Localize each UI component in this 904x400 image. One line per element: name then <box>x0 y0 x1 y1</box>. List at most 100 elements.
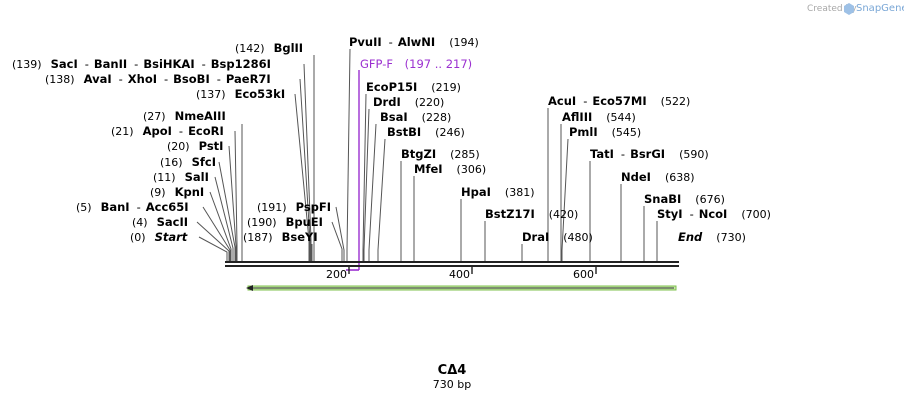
enzyme-name: PstI <box>199 139 224 153</box>
site-label-sacii[interactable]: (4) SacII <box>132 215 188 229</box>
enzyme-name: SfcI <box>192 155 216 169</box>
site-label-ecop15i[interactable]: EcoP15I (219) <box>366 80 461 94</box>
site-position: (187) <box>243 231 273 244</box>
enzyme-name: PvuII <box>349 35 382 49</box>
site-label-saci[interactable]: (139)SacI-BanII-BsiHKAI-Bsp1286I <box>12 57 271 71</box>
enzyme-name: EcoP15I <box>366 80 417 94</box>
site-position: (9) <box>150 186 166 199</box>
site-label-bseyi[interactable]: (187)BseYI <box>243 230 318 244</box>
site-label-pmli[interactable]: PmlI(545) <box>569 125 641 139</box>
site-label-start[interactable]: (0)Start <box>130 230 188 244</box>
primer-name: GFP-F <box>360 57 393 71</box>
site-label-btgzi[interactable]: BtgZI(285) <box>401 147 480 161</box>
enzyme-separator: - <box>179 124 183 138</box>
enzyme-separator: - <box>164 72 168 86</box>
site-label-psti[interactable]: (20) PstI <box>167 139 223 153</box>
enzyme-name: BsaI <box>380 110 408 124</box>
site-label-bsai[interactable]: BsaI(228) <box>380 110 451 124</box>
site-position: (16) <box>160 156 183 169</box>
site-label-apoi[interactable]: (21)ApoI-EcoRI <box>111 124 224 138</box>
site-position: (27) <box>143 110 166 123</box>
enzyme-name: PaeR7I <box>226 72 271 86</box>
site-label-drdi[interactable]: DrdI (220) <box>373 95 444 109</box>
enzyme-separator: - <box>119 72 123 86</box>
site-label-bani[interactable]: (5)BanI-Acc65I <box>76 200 189 214</box>
site-label-pvuii[interactable]: PvuII-AlwNI(194) <box>349 35 479 49</box>
enzyme-name: BsrGI <box>630 147 665 161</box>
ruler-label: 200 <box>326 268 347 281</box>
site-position: (730) <box>716 231 746 244</box>
enzyme-name: SalI <box>185 170 209 184</box>
site-label-tati[interactable]: TatI-BsrGI(590) <box>590 147 709 161</box>
site-position: (420) <box>549 208 579 221</box>
enzyme-name: TatI <box>590 147 614 161</box>
site-label-styi[interactable]: StyI-NcoI(700) <box>657 207 771 221</box>
site-position: (11) <box>153 171 176 184</box>
site-label-pspfi[interactable]: (191)PspFI <box>257 200 331 214</box>
site-position: (139) <box>12 58 42 71</box>
site-position: (137) <box>196 88 226 101</box>
enzyme-name: EcoRI <box>188 124 224 138</box>
site-label-kpni[interactable]: (9) KpnI <box>150 185 204 199</box>
site-label-sfci[interactable]: (16) SfcI <box>160 155 216 169</box>
enzyme-separator: - <box>690 207 694 221</box>
site-label-avai[interactable]: (138)AvaI-XhoI-BsoBI-PaeR7I <box>45 72 271 86</box>
site-position: (220) <box>415 96 445 109</box>
enzyme-name: PmlI <box>569 125 598 139</box>
enzyme-name: SacI <box>51 57 78 71</box>
site-label-nmeaiii[interactable]: (27)NmeAIII <box>143 109 226 123</box>
enzyme-name: BanI <box>101 200 130 214</box>
site-position: (142) <box>235 42 265 55</box>
site-label-snabi[interactable]: SnaBI(676) <box>644 192 725 206</box>
site-position: (700) <box>741 208 771 221</box>
site-position: (21) <box>111 125 134 138</box>
map-title: CΔ4 <box>438 363 467 378</box>
enzyme-name: DrdI <box>373 95 401 109</box>
site-label-eco53ki[interactable]: (137)Eco53kI <box>196 87 285 101</box>
site-label-hpai[interactable]: HpaI (381) <box>461 185 535 199</box>
site-position: (246) <box>435 126 465 139</box>
site-label-bstz17i[interactable]: BstZ17I(420) <box>485 207 578 221</box>
primer-gfp-f[interactable] <box>346 70 360 271</box>
site-position: (638) <box>665 171 695 184</box>
site-label-bpuei[interactable]: (190)BpuEI <box>247 215 323 229</box>
site-position: (20) <box>167 140 190 153</box>
site-position: (191) <box>257 201 287 214</box>
primer-label[interactable]: GFP-F (197 .. 217) <box>360 57 472 71</box>
site-label-bstbi[interactable]: BstBI(246) <box>387 125 465 139</box>
enzyme-name: XhoI <box>128 72 157 86</box>
site-position: (219) <box>431 81 461 94</box>
enzyme-name: DraI <box>522 230 549 244</box>
site-label-ndei[interactable]: NdeI (638) <box>621 170 695 184</box>
site-position: (544) <box>606 111 636 124</box>
enzyme-name: Bsp1286I <box>211 57 271 71</box>
enzyme-name: SacII <box>157 215 188 229</box>
enzyme-name: HpaI <box>461 185 491 199</box>
ruler-label: 600 <box>573 268 594 281</box>
site-label-mfei[interactable]: MfeI(306) <box>414 162 486 176</box>
site-leader-lines <box>196 48 658 262</box>
site-label-bglii[interactable]: (142)BglII <box>235 41 303 55</box>
site-position: (381) <box>505 186 535 199</box>
site-label-end[interactable]: End (730) <box>678 230 746 244</box>
enzyme-separator: - <box>621 147 625 161</box>
feature-arrow[interactable] <box>246 285 677 291</box>
enzyme-name: AlwNI <box>398 35 435 49</box>
enzyme-name: AflIII <box>562 110 592 124</box>
site-position: (676) <box>695 193 725 206</box>
site-label-sali[interactable]: (11) SalI <box>153 170 209 184</box>
site-label-acui[interactable]: AcuI-Eco57MI(522) <box>548 94 690 108</box>
enzyme-separator: - <box>202 57 206 71</box>
ruler-label: 400 <box>449 268 470 281</box>
enzyme-name: AcuI <box>548 94 576 108</box>
site-label-afliii[interactable]: AflIII (544) <box>562 110 636 124</box>
enzyme-name: End <box>678 230 703 244</box>
site-position: (4) <box>132 216 148 229</box>
site-label-drai[interactable]: DraI(480) <box>522 230 593 244</box>
enzyme-separator: - <box>583 94 587 108</box>
enzyme-name: BpuEI <box>286 215 323 229</box>
site-position: (285) <box>450 148 480 161</box>
enzyme-name: NdeI <box>621 170 651 184</box>
enzyme-name: KpnI <box>175 185 205 199</box>
created-by-text: Created by <box>807 4 857 14</box>
